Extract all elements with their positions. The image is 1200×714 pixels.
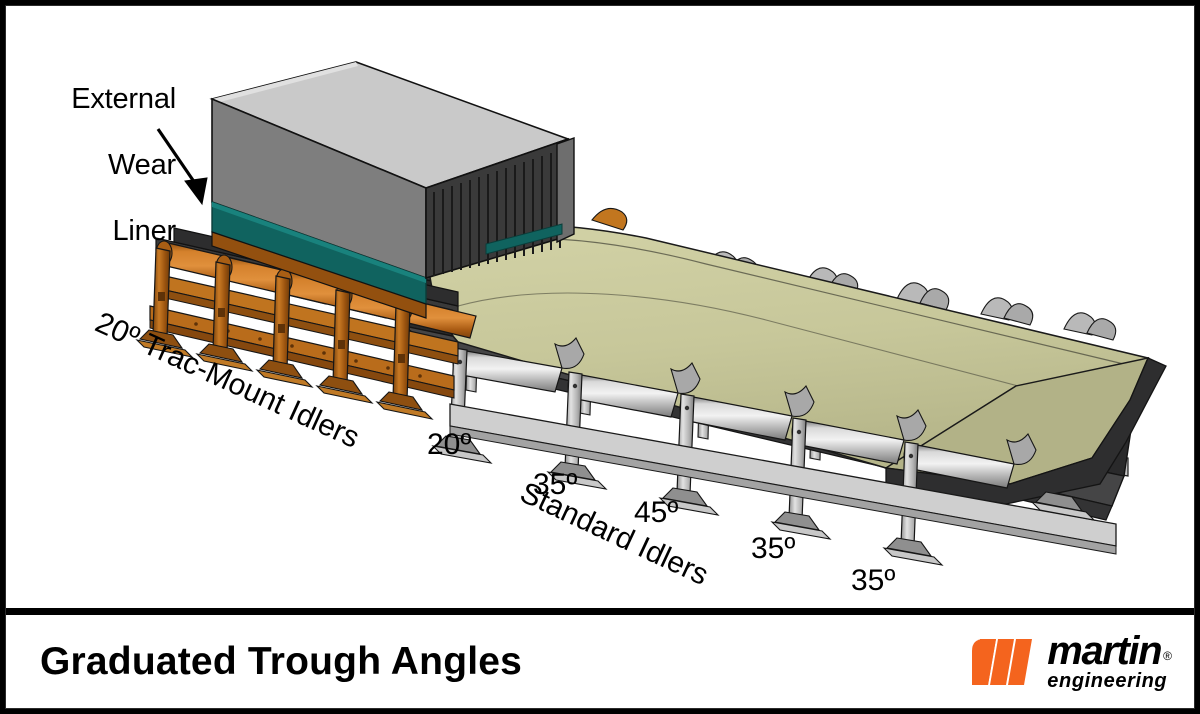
roller-behind-chute	[591, 207, 628, 231]
callout-line-3: Liner	[112, 215, 177, 248]
logo-engineering-text: engineering	[1047, 670, 1168, 693]
angle-label-35-b: 35º	[751, 532, 796, 565]
stringer-near	[449, 403, 1117, 555]
illustration-panel: External Wear Liner 20º Trac-Mount Idler…	[6, 6, 1194, 608]
angle-label-20: 20º	[427, 428, 472, 461]
trac-mount-idler-1	[135, 240, 194, 358]
angle-label-45: 45º	[634, 496, 679, 529]
title-bar: Graduated Trough Angles martin ® enginee…	[6, 615, 1194, 708]
callout-line-2: Wear	[108, 149, 176, 182]
callout-line-1: External	[71, 83, 176, 116]
martin-m-icon	[972, 638, 1033, 685]
logo-registered-mark: ®	[1163, 649, 1172, 664]
logo-martin-row: martin ®	[1047, 628, 1172, 673]
trac-mount-idler-3	[255, 268, 314, 388]
page-title: Graduated Trough Angles	[40, 639, 523, 683]
panel-divider	[6, 608, 1194, 615]
logo-martin-text: martin	[1047, 628, 1162, 673]
conveyor-3d-drawing	[135, 61, 1167, 566]
logo-wordmark-group: martin ® engineering	[1047, 628, 1172, 693]
trac-mount-idler-2	[195, 254, 254, 372]
callout-external-wear-liner: External Wear Liner	[20, 50, 176, 281]
martin-engineering-logo: martin ® engineering	[966, 631, 1172, 693]
standard-idler-5	[882, 433, 1037, 566]
standard-idler-3	[658, 385, 815, 516]
transfer-chute	[209, 61, 575, 319]
standard-idler-frames	[431, 337, 1037, 566]
standard-idler-1	[431, 337, 585, 464]
angle-label-35-a: 35º	[533, 468, 578, 501]
angle-label-35-c: 35º	[851, 564, 896, 597]
frame-foot-right	[1030, 491, 1096, 521]
wear-liner-callout-arrow	[156, 128, 208, 206]
